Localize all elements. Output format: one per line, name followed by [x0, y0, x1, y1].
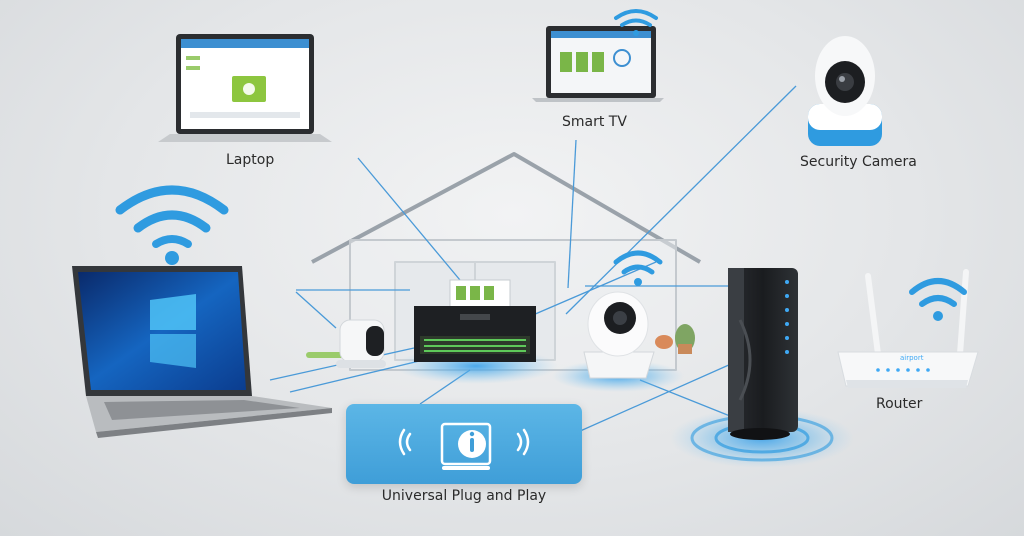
wifi-icon [115, 185, 229, 265]
upnp-panel [346, 404, 582, 484]
security-camera-device [808, 36, 882, 146]
smart-tv-device [532, 26, 664, 102]
signal-wave-icon [398, 428, 530, 456]
wifi-icon [613, 250, 663, 286]
laptop-large-device [72, 266, 332, 438]
router-label: Router [876, 396, 923, 412]
svg-text:airport: airport [900, 354, 924, 362]
upnp-label: Universal Plug and Play [381, 488, 547, 504]
dome-camera-device [583, 291, 655, 379]
tower-router-device [728, 268, 798, 440]
laptop-label: Laptop [226, 152, 275, 168]
laptop-top-device [158, 34, 332, 142]
house-plants [306, 324, 695, 358]
security-camera-label: Security Camera [800, 154, 917, 170]
smart-tv-label: Smart TV [562, 114, 627, 130]
upnp-panel-icons [398, 422, 530, 470]
wifi-icon [614, 9, 658, 36]
small-camera-device [336, 319, 386, 368]
wifi-icon [909, 278, 967, 321]
white-router-device: airport [837, 269, 979, 388]
printer-hub-device [414, 279, 536, 362]
upnp-device-icon [440, 422, 492, 470]
